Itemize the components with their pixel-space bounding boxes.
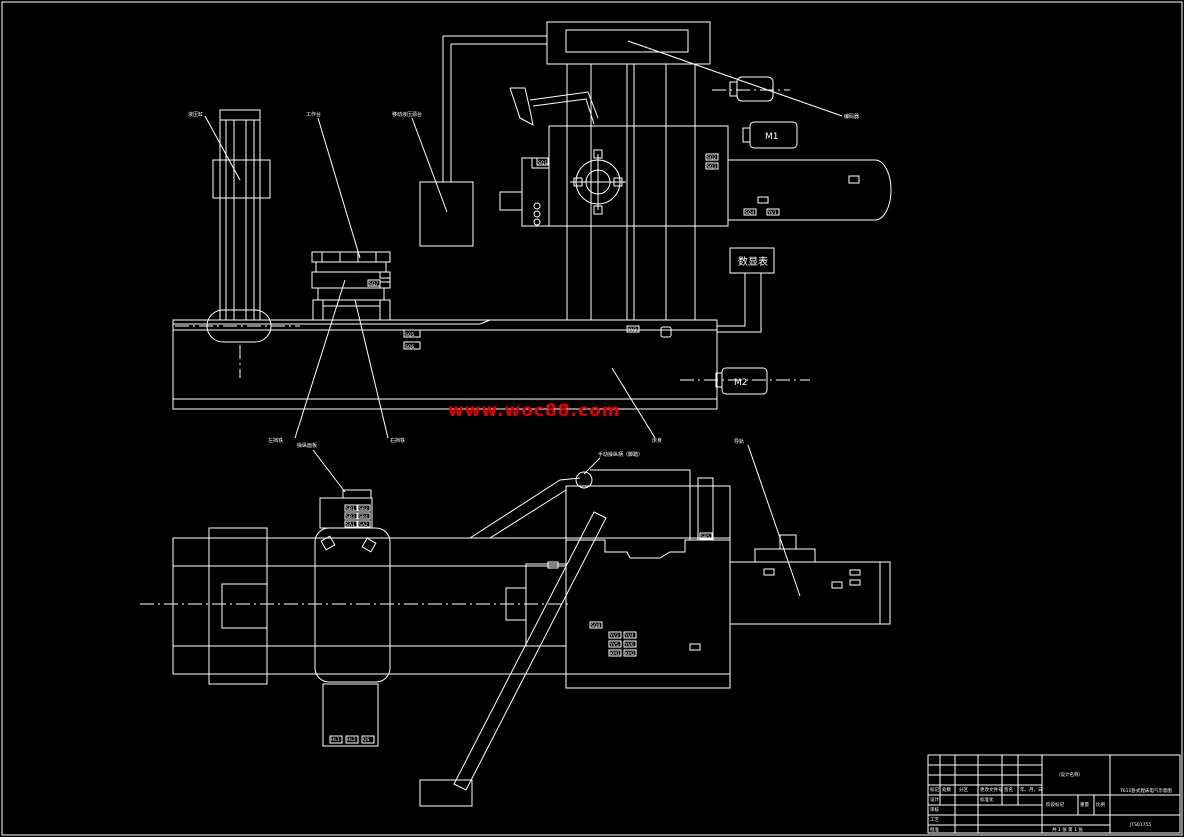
- hydraulic-station: [419, 35, 547, 247]
- pedal-lever: [419, 511, 607, 807]
- tag-sb5: SB5: [701, 534, 710, 540]
- tag-sq5: SQ5: [405, 332, 414, 338]
- tag-sb4: SB4: [359, 514, 368, 520]
- tag-yv6: YV6: [624, 642, 634, 648]
- tb-design: 设计: [930, 796, 939, 803]
- lower-switch-tags: [320, 504, 861, 744]
- tb-approve: 批准: [930, 826, 939, 833]
- tag-yv5: YV5: [609, 642, 619, 648]
- tb-date: 年、月、日: [1020, 786, 1043, 793]
- upper-leaders: 液压缸 工作台 移动液压源台 编码器 左挡铁 右挡铁 床身: [188, 40, 859, 444]
- tag-texts: SQ1 SQ2 SQ3 SQ4 YV1 SQ5 SQ6 YV2 SQ7 SB1 …: [331, 155, 777, 743]
- tb-count: 处数: [942, 786, 951, 793]
- tag-hl2: HL2: [347, 737, 356, 743]
- label-handwheel: 手动操纵柄（脚踏）: [598, 451, 643, 458]
- motor-m1-top: [712, 76, 790, 102]
- tag-yv4: YV4: [624, 633, 634, 639]
- tb-drawing-no: JTS01755: [1129, 822, 1151, 828]
- tag-yv2: YV2: [627, 327, 637, 333]
- label-pendant: 操纵面板: [297, 442, 317, 449]
- tb-drawing-title: T611卧式镗床电气示意图: [1119, 787, 1172, 794]
- watermark: www.woc88.com: [448, 401, 621, 421]
- tb-standard: 标准化: [980, 796, 994, 803]
- label-bed: 床身: [652, 437, 662, 444]
- label-rail: 导轨: [734, 438, 744, 445]
- tag-km2: KM2: [625, 651, 635, 657]
- label-left-stop: 左挡铁: [268, 437, 283, 444]
- bed-plan: [140, 527, 731, 685]
- headstock-plan: [469, 469, 891, 689]
- tag-sa2: SA2: [359, 522, 368, 528]
- tag-hl1: HL1: [331, 737, 340, 743]
- tag-sq6: SQ6: [405, 344, 414, 350]
- display-label: 数显表: [738, 255, 768, 268]
- tb-project: （设计名称）: [1056, 771, 1083, 778]
- tag-sb1: SB1: [346, 506, 355, 512]
- tag-sq7: SQ7: [369, 281, 378, 287]
- tb-review: 审核: [930, 806, 939, 813]
- label-encoder: 编码器: [844, 113, 859, 120]
- tb-process: 工艺: [930, 817, 939, 823]
- motor-m2-label: M2: [734, 378, 748, 388]
- tb-weight: 重量: [1080, 801, 1089, 808]
- workbench-front: [311, 251, 391, 321]
- label-column-top: 液压缸: [188, 111, 203, 118]
- tag-sq3: SQ3: [707, 164, 716, 170]
- motor-m2: M2: [715, 367, 768, 395]
- main-column: [499, 21, 892, 321]
- tail-column: [175, 109, 300, 378]
- digital-display: 数显表: [717, 247, 775, 333]
- label-workbench: 工作台: [306, 111, 321, 118]
- label-right-stop: 右挡铁: [390, 437, 405, 444]
- motor-m1-label: M1: [765, 132, 779, 142]
- tb-signature: 签名: [1004, 786, 1013, 793]
- title-block: 标记 处数 分区 更改文件号 签名 年、月、日 设计 审核 工艺 标准化 批准 …: [927, 754, 1181, 834]
- tb-scale: 比例: [1096, 801, 1105, 808]
- tag-yv3: YV3: [609, 633, 619, 639]
- lower-leaders: 操纵面板 手动操纵柄（脚踏） 导轨: [297, 438, 801, 597]
- tag-sq2: SQ2: [707, 155, 716, 161]
- tag-qs: QS: [363, 737, 370, 743]
- tag-km1: KM1: [610, 651, 620, 657]
- tag-sq1: SQ1: [538, 160, 547, 166]
- tb-zone: 分区: [959, 786, 968, 793]
- bed-front: [172, 319, 810, 410]
- tag-sb3: SB3: [346, 514, 355, 520]
- tb-change-doc: 更改文件号: [980, 786, 1003, 793]
- slide-plan: [314, 489, 391, 747]
- upper-switch-tags: [367, 153, 780, 350]
- tb-sheet: 共 1 张 第 1 张: [1052, 826, 1083, 833]
- tag-sa1: SA1: [346, 522, 355, 528]
- motor-m1: M1: [742, 121, 798, 149]
- tb-stage: 阶段标记: [1046, 801, 1064, 808]
- tag-sq4: SQ4: [745, 210, 754, 216]
- label-hydraulic-station: 移动液压源台: [392, 111, 422, 118]
- tag-sb2: SB2: [359, 506, 368, 512]
- tb-mark: 标记: [930, 786, 939, 793]
- tag-yv1: YV1: [767, 210, 777, 216]
- tag-sq8: SQ8: [591, 623, 600, 629]
